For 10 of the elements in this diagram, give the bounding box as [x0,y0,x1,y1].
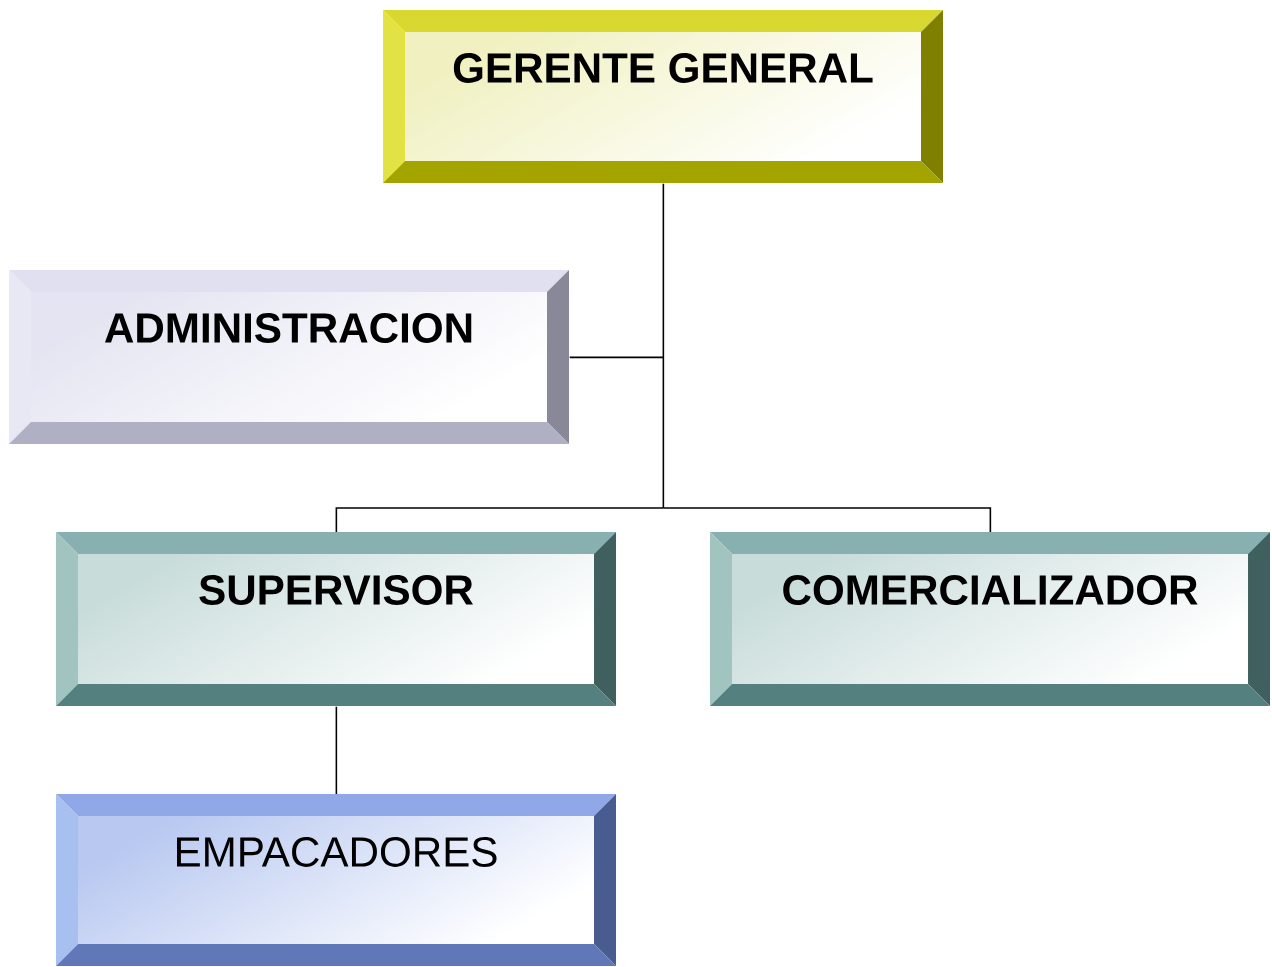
connector-line [662,507,992,533]
org-box: ADMINISTRACION [9,270,569,444]
connector-line [662,182,665,509]
connector-line [335,507,665,533]
org-box: SUPERVISOR [56,532,616,706]
org-box: COMERCIALIZADOR [710,532,1270,706]
org-box: EMPACADORES [56,794,616,966]
connector-line [335,705,338,795]
connector-line [568,356,665,359]
org-box: GERENTE GENERAL [383,10,943,183]
